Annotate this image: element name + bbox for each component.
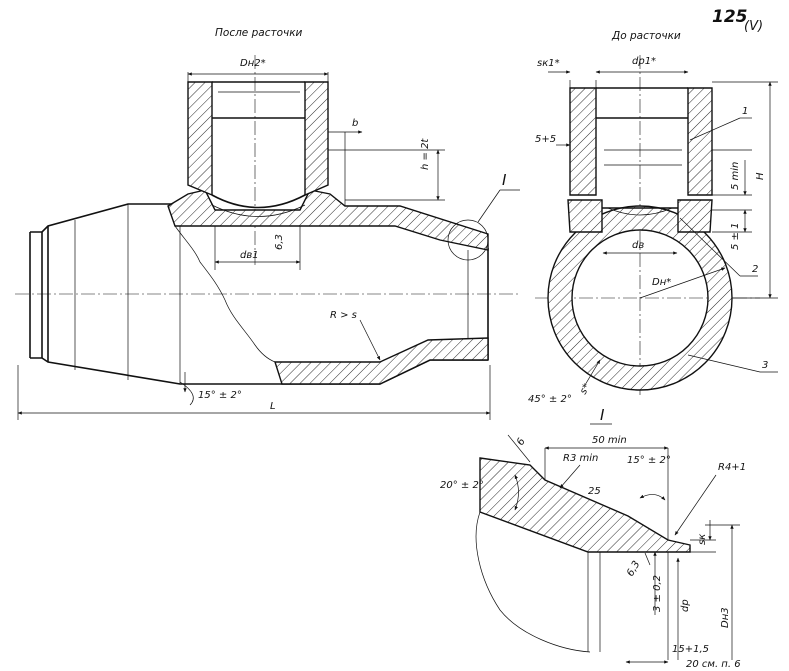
label-dp: dр <box>680 599 691 612</box>
label-6: 6 <box>515 436 528 447</box>
label-t15: 5+5 <box>535 134 556 145</box>
label-302: 3 ± 0,2 <box>652 575 663 612</box>
label-50min: 50 min <box>592 435 627 446</box>
label-sk1: sк1* <box>537 58 560 69</box>
label-dn3: Dн3 <box>720 607 731 628</box>
label-20: 20 см. п. 6 <box>686 659 741 670</box>
label-5pm1: 5 ± 1 <box>730 223 741 250</box>
label-dv: dв <box>632 240 644 251</box>
label-20deg: 20° ± 2° <box>440 480 484 491</box>
title-before-boring: До расточки <box>611 30 681 42</box>
title-after-boring: После расточки <box>215 27 303 39</box>
callout-1: 1 <box>742 106 748 117</box>
label-5min: 5 min <box>730 162 741 190</box>
sheet-stamp-suffix: (V) <box>744 19 763 34</box>
label-angle: 15° ± 2° <box>198 390 242 401</box>
label-roughness: 6,3 <box>274 234 285 250</box>
label-45deg: 45° ± 2° <box>528 394 572 405</box>
label-dn2: Dн2* <box>240 58 266 69</box>
detail-I: I 50 min 6 R3 min 15° ± 2° R4+1 20° ± 2°… <box>440 406 746 670</box>
label-dp1: dр1* <box>632 56 656 67</box>
label-15plus: 15+1,5 <box>672 644 709 655</box>
label-b: b <box>352 118 358 129</box>
callout-2: 2 <box>752 264 758 275</box>
label-db1: dв1 <box>240 250 259 261</box>
sheet-stamp: 125 <box>712 7 748 27</box>
label-L: L <box>270 401 276 412</box>
marker-I: I <box>502 171 507 189</box>
label-dn: Dн* <box>652 277 671 288</box>
detail-title: I <box>600 406 605 424</box>
label-H: H <box>755 172 766 180</box>
label-r4: R4+1 <box>718 462 746 473</box>
label-63: 6,3 <box>625 559 642 578</box>
label-r3min: R3 min <box>563 453 598 464</box>
main-view: Dн2* b h = 2t dв1 6,3 R > s 15° ± 2° L I <box>15 55 520 420</box>
label-sk: sк <box>697 534 708 545</box>
label-s: s* <box>578 382 593 396</box>
end-view: sк1* dр1* 5+5 H 5 min 5 ± 1 1 dв Dн* 2 3… <box>528 55 778 405</box>
label-rs: R > s <box>330 310 357 321</box>
label-h2t: h = 2t <box>420 138 431 170</box>
label-25: 25 <box>588 486 601 497</box>
label-15deg: 15° ± 2° <box>627 455 671 466</box>
callout-3: 3 <box>762 360 768 371</box>
